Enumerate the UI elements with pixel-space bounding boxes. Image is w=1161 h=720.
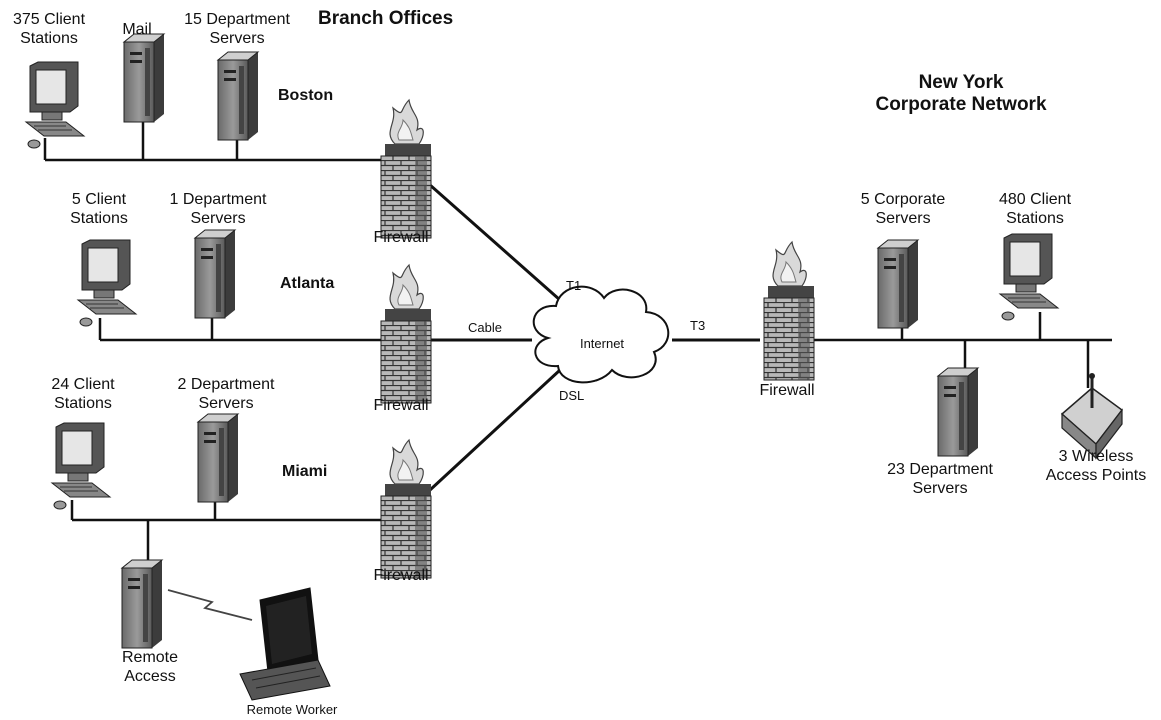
label-firewall-miami: Firewall [373, 567, 429, 584]
label-ny-dept-servers: 23 Department Servers [887, 461, 993, 497]
label-firewall-atlanta: Firewall [373, 397, 429, 414]
label-ny-clients: 480 Client Stations [998, 191, 1072, 227]
site-label-boston: Boston [278, 87, 334, 104]
link-label-t1: T1 [566, 278, 582, 293]
wan-links [428, 183, 760, 492]
wireless-access-point-icon [1060, 373, 1124, 460]
remote-access-server-icon [121, 559, 163, 649]
label-miami-servers: 2 Department Servers [177, 376, 275, 412]
boston-firewall-icon [380, 99, 432, 239]
laptop-icon [239, 587, 331, 701]
boston-mail-server-icon [123, 33, 165, 123]
label-ny-corp-servers: 5 Corporate Servers [860, 191, 946, 227]
corporate-network-title: New York Corporate Network [875, 72, 1047, 115]
label-boston-clients: 375 Client Stations [12, 11, 86, 47]
boston-workstation-icon [25, 61, 85, 149]
wireless-link-zigzag [167, 589, 253, 621]
miami-firewall-icon [380, 439, 432, 579]
label-ny-wireless: 3 Wireless Access Points [1045, 448, 1147, 484]
label-miami-clients: 24 Client Stations [51, 376, 115, 412]
label-firewall-ny: Firewall [759, 382, 815, 399]
internet-cloud-icon [532, 285, 670, 384]
label-boston-mail: Mail [122, 21, 152, 38]
link-label-t3: T3 [690, 318, 706, 333]
label-firewall-boston: Firewall [373, 229, 429, 246]
dsl-link [428, 368, 562, 492]
label-atlanta-servers: 1 Department Servers [169, 191, 267, 227]
ny-dept-server-icon [937, 367, 979, 457]
link-label-cable: Cable [468, 320, 502, 335]
t1-link [429, 183, 561, 302]
atlanta-dept-server-icon [194, 229, 236, 319]
ny-firewall-icon [763, 241, 815, 381]
atlanta-workstation-icon [77, 239, 137, 327]
label-atlanta-clients: 5 Client Stations [70, 191, 128, 227]
miami-dept-server-icon [197, 413, 239, 503]
site-label-atlanta: Atlanta [280, 275, 335, 292]
boston-dept-server-icon [217, 51, 259, 141]
branch-offices-title: Branch Offices [318, 8, 454, 29]
label-remote-access: Remote Access [121, 649, 179, 685]
label-boston-servers: 15 Department Servers [184, 11, 290, 47]
ny-workstation-icon [999, 233, 1059, 321]
atlanta-firewall-icon [380, 264, 432, 404]
ny-corporate-server-icon [877, 239, 919, 329]
site-label-miami: Miami [282, 463, 328, 480]
link-label-dsl: DSL [559, 388, 585, 403]
miami-workstation-icon [51, 422, 111, 510]
label-remote-worker: Remote Worker [246, 702, 338, 717]
cloud-label-internet: Internet [579, 336, 625, 351]
